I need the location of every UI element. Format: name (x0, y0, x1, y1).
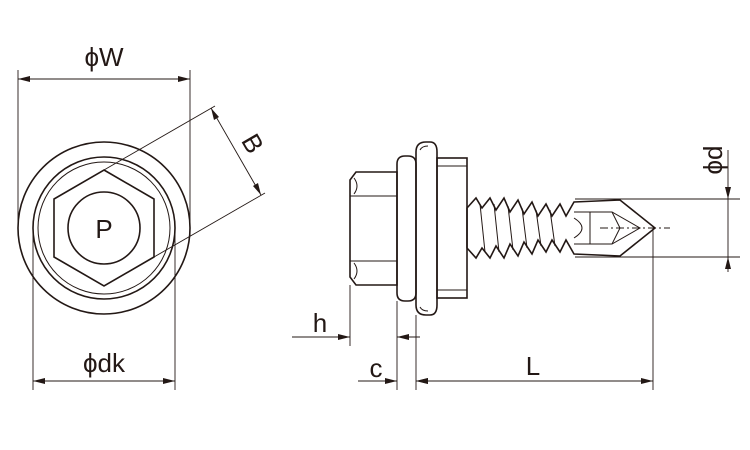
dim-across-flats: B (103, 105, 270, 258)
dim-washer-diameter: ϕW (17, 42, 191, 228)
dim-thread-diameter: ϕd (575, 145, 740, 272)
top-view: P ϕW ϕdk B (17, 42, 270, 390)
dim-washer-thickness: c (358, 315, 428, 390)
punch-mark-label: P (95, 214, 112, 244)
washer-diameter-label: ϕW (84, 42, 124, 72)
dim-head-height: h (292, 285, 420, 346)
thread-diameter-label: ϕd (698, 145, 728, 174)
dim-length: L (416, 228, 654, 390)
length-label: L (526, 351, 540, 381)
across-flats-label: B (235, 128, 270, 158)
thread-shank (466, 196, 657, 260)
punch-mark-circle (67, 191, 141, 265)
head-inner-ring (37, 161, 171, 295)
hex-head-side (349, 171, 398, 286)
dim-head-diameter: ϕdk (32, 228, 176, 390)
washer-thickness-label: c (370, 353, 383, 383)
side-view: h c L ϕd (292, 141, 740, 390)
head-diameter-label: ϕdk (83, 348, 126, 378)
hex-head (53, 169, 155, 287)
head-height-label: h (313, 308, 327, 338)
washer-side (396, 141, 468, 316)
